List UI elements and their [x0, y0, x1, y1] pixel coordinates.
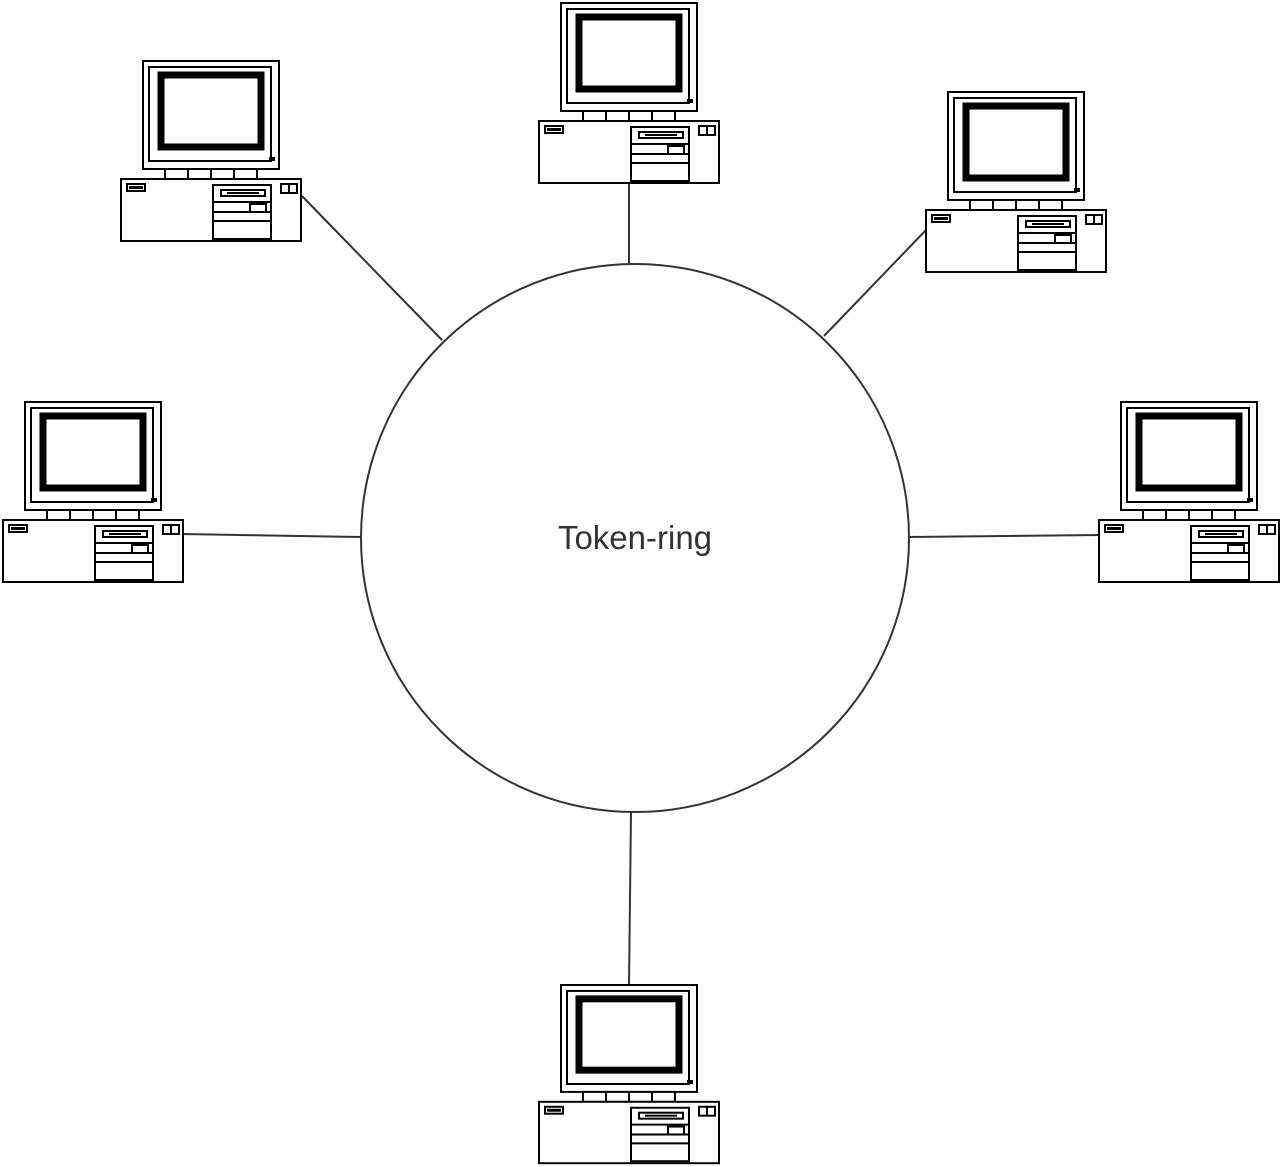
computer-top-right[interactable] [926, 92, 1106, 272]
computer-left[interactable] [3, 402, 183, 582]
link-left [180, 533, 361, 538]
link-top-left [301, 195, 443, 341]
desktop-computer-icon [3, 402, 183, 582]
computer-top[interactable] [539, 3, 719, 183]
desktop-computer-icon [1099, 402, 1279, 582]
token-ring-circle [360, 263, 910, 813]
link-top-right [823, 229, 927, 337]
computer-top-left[interactable] [121, 61, 301, 241]
ring-label: Token-ring [558, 519, 712, 556]
link-right [908, 534, 1101, 538]
desktop-computer-icon [539, 985, 719, 1163]
desktop-computer-icon [539, 3, 719, 183]
link-bottom [628, 811, 632, 986]
desktop-computer-icon [926, 92, 1106, 272]
computer-bottom[interactable] [539, 985, 719, 1163]
desktop-computer-icon [121, 61, 301, 241]
computer-right[interactable] [1099, 402, 1279, 582]
